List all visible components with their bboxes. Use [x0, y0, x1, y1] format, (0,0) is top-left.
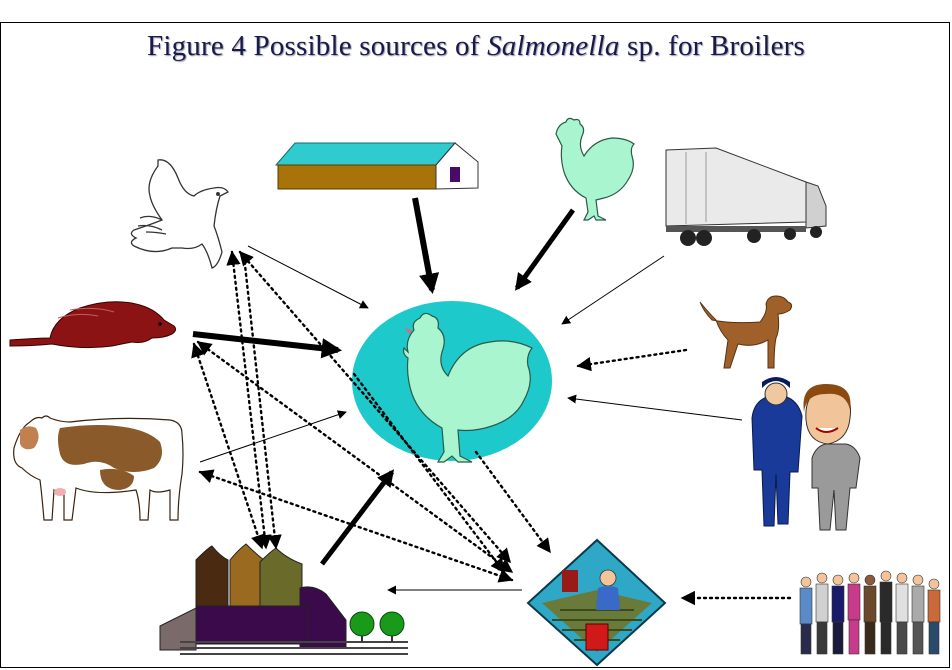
breeder-hen-icon	[555, 117, 635, 221]
crowd-icon	[799, 570, 941, 655]
title-italic: Salmonella	[487, 30, 620, 62]
arrow-hen-to-broiler	[514, 208, 576, 291]
arrow-house-to-broiler	[412, 197, 440, 295]
title-suffix: sp. for Broilers	[619, 30, 806, 62]
poultry-house-icon	[274, 142, 479, 190]
staff-icon	[751, 377, 861, 531]
arrow-dog-to-broiler	[576, 348, 688, 372]
rodent-icon	[9, 301, 177, 349]
dotted-arrows	[191, 250, 792, 606]
cow-icon	[13, 415, 184, 521]
arrow-rodent-mill	[191, 342, 265, 550]
bird-icon	[130, 159, 229, 269]
arrow-truck-to-broiler	[561, 255, 665, 325]
truck-icon	[665, 147, 827, 246]
arrow-rodent-to-broiler	[192, 331, 343, 359]
arrow-staff-to-broiler	[567, 394, 743, 421]
figure-title: Figure 4 Possible sources of Salmonella …	[0, 30, 952, 63]
arrow-cow-to-broiler	[199, 410, 347, 463]
dog-icon	[699, 295, 793, 369]
figure-frame	[0, 22, 950, 668]
feed-mill-icon	[159, 543, 408, 655]
title-prefix: Figure 4 Possible sources of	[146, 30, 488, 62]
broiler-center	[352, 301, 552, 463]
farm-icon	[526, 538, 667, 667]
arrow-cow-farm	[198, 469, 514, 583]
arrow-broiler-farm-b	[474, 450, 552, 554]
arrow-broiler-farm	[352, 372, 506, 574]
arrow-bird-to-broiler	[247, 245, 369, 309]
